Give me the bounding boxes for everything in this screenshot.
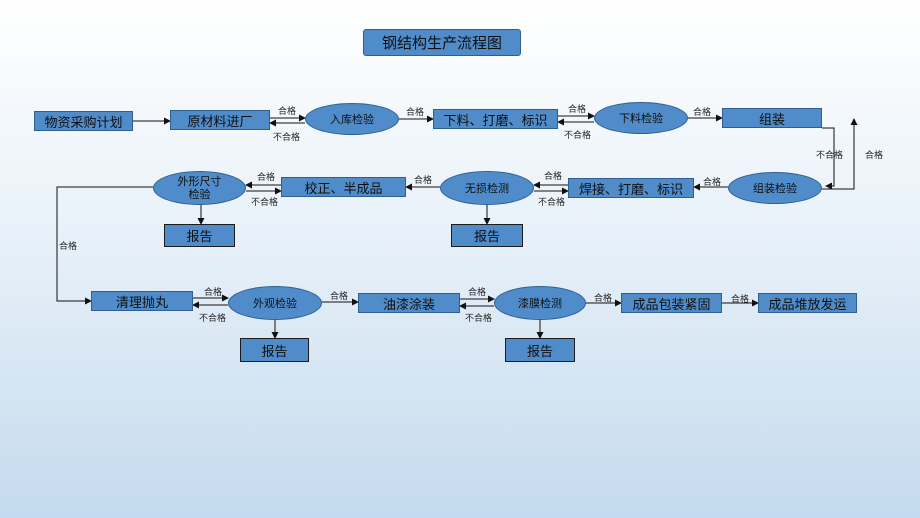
label-pass: 合格 [406,108,425,118]
label-pass: 合格 [594,294,613,304]
arrow-dim-to-shotblast [56,186,153,305]
node-assembly-inspection: 组装检验 [728,172,822,204]
node-painting: 油漆涂装 [358,293,460,313]
node-dimension-inspection: 外形尺寸 检验 [153,171,246,205]
node-raw-material-in: 原材料进厂 [170,110,270,130]
label-fail: 不合格 [199,314,227,324]
label-fail: 不合格 [816,151,844,161]
label-fail: 不合格 [465,314,493,324]
node-stacking-shipping: 成品堆放发运 [758,293,857,313]
node-shot-blast: 清理抛丸 [91,291,193,311]
label-pass: 合格 [414,176,433,186]
arrow-assembly-down [822,127,835,190]
node-film-test: 漆膜检测 [494,286,586,320]
label-pass: 合格 [865,151,884,161]
dimension-inspection-line2: 检验 [188,188,211,201]
diagram-title: 钢结构生产流程图 [363,29,521,56]
node-straighten-semi: 校正、半成品 [281,177,406,197]
node-cut-grind-mark: 下料、打磨、标识 [433,109,558,129]
node-material-plan: 物资采购计划 [34,111,133,131]
node-packing: 成品包装紧固 [621,293,722,313]
label-pass: 合格 [59,242,78,252]
label-pass: 合格 [278,107,297,117]
label-pass: 合格 [204,288,223,298]
label-pass: 合格 [731,295,750,305]
report-dimension: 报告 [164,224,235,247]
node-incoming-inspection: 入库检验 [305,103,399,135]
label-pass: 合格 [703,178,722,188]
label-fail: 不合格 [251,198,279,208]
report-film: 报告 [505,338,575,362]
dimension-inspection-line1: 外形尺寸 [177,175,222,188]
label-fail: 不合格 [538,198,566,208]
label-fail: 不合格 [564,131,592,141]
label-pass: 合格 [468,288,487,298]
label-pass: 合格 [544,172,563,182]
node-assembly: 组装 [722,108,822,128]
report-ndt: 报告 [451,224,523,247]
node-ndt: 无损检测 [440,171,534,205]
label-pass: 合格 [568,105,587,115]
node-cutting-inspection: 下料检验 [594,102,688,134]
label-pass: 合格 [330,292,349,302]
node-weld-grind-mark: 焊接、打磨、标识 [568,178,694,198]
label-pass: 合格 [257,173,276,183]
label-pass: 合格 [693,108,712,118]
label-fail: 不合格 [273,133,301,143]
report-visual: 报告 [240,338,309,362]
node-visual-inspection: 外观检验 [228,286,322,320]
arrow-asminsp-up-fail [822,118,858,190]
